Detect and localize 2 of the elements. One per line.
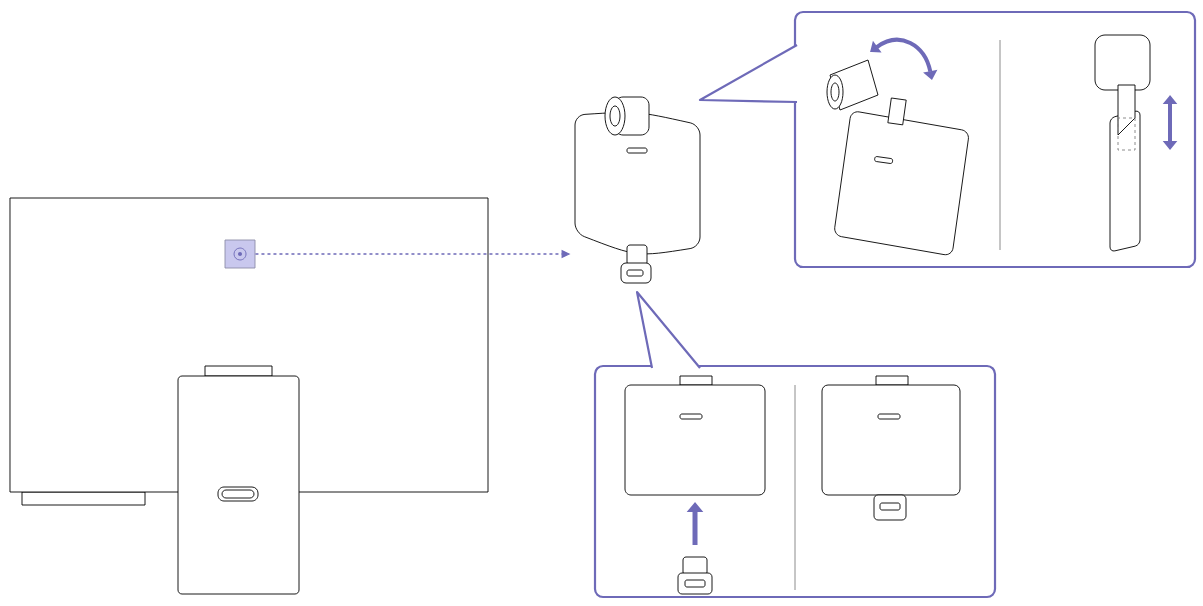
camera-drawing	[574, 96, 701, 284]
port-icon	[224, 239, 256, 269]
